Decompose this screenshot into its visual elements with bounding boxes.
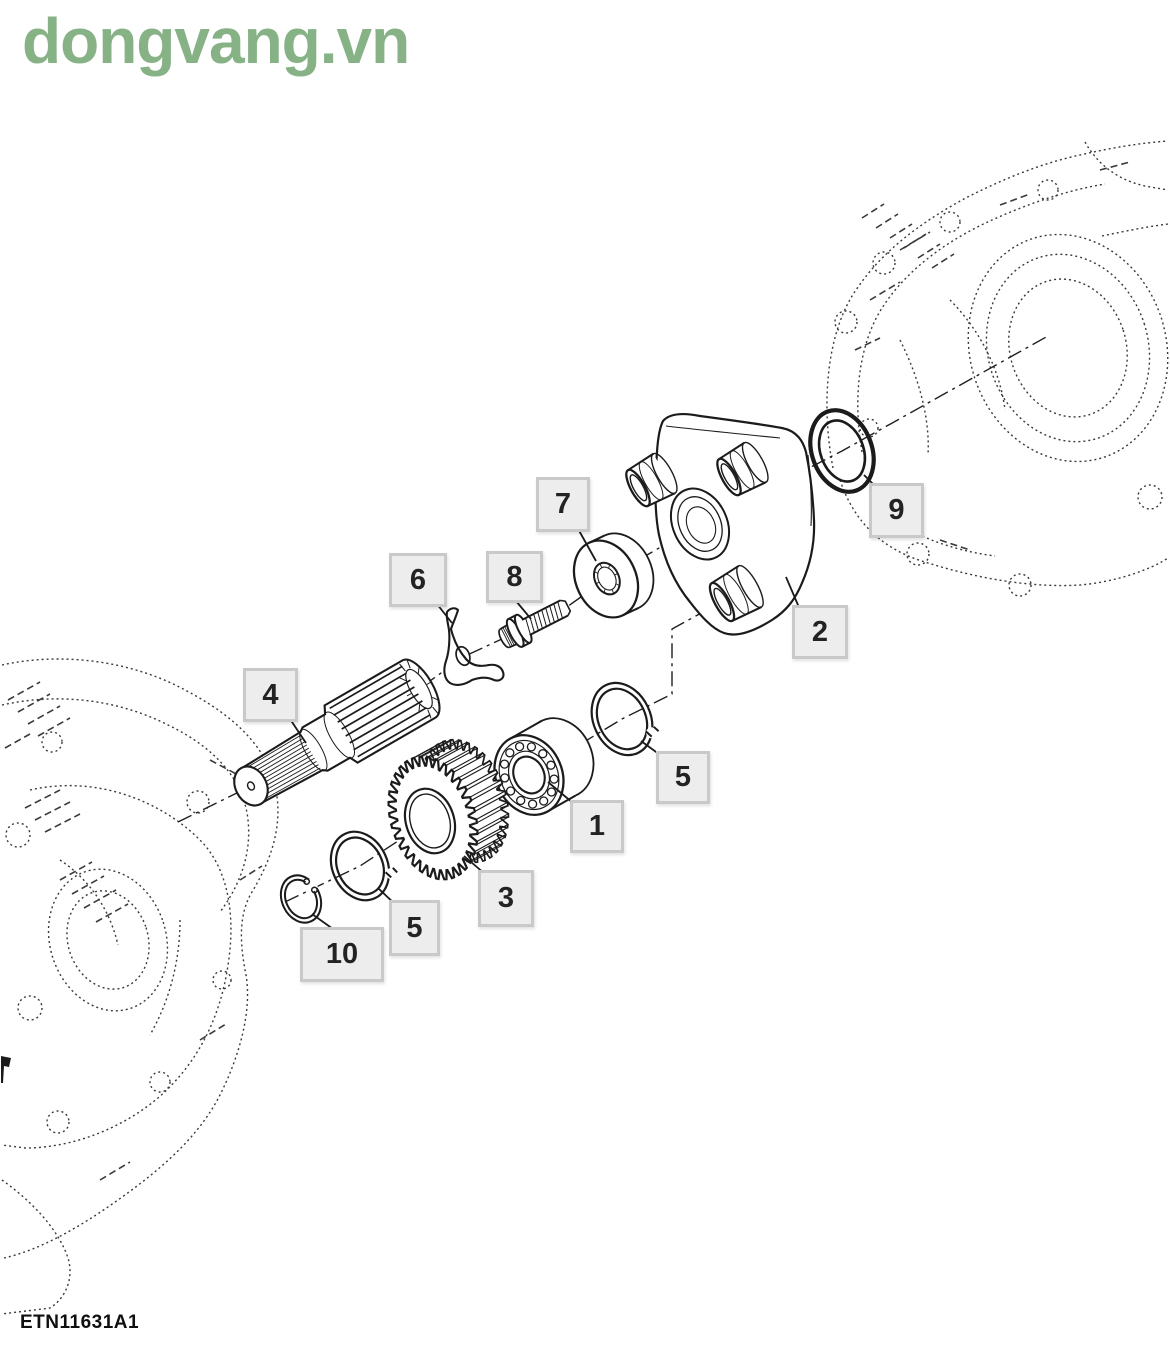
thrust-washer-part-7	[572, 532, 655, 619]
callout-label: 1	[588, 810, 606, 842]
callout-label: 6	[409, 563, 427, 596]
o-ring-part-9	[808, 408, 876, 494]
callout-label: 8	[506, 560, 523, 593]
callout-label: 9	[888, 494, 905, 526]
carrier-cover-part-2	[625, 413, 816, 636]
phantom-housing-front	[1, 658, 279, 1315]
callout-label: 4	[262, 678, 279, 711]
gear-part-3	[387, 738, 510, 881]
figure-code: ETN11631A1	[20, 1312, 140, 1333]
retaining-ring-part-10	[279, 874, 323, 924]
callout-box-5-right[interactable]: 5	[656, 751, 710, 804]
callout-label: 3	[497, 882, 515, 914]
snap-ring-part-5-left	[329, 830, 398, 902]
callout-box-4[interactable]: 4	[243, 668, 298, 722]
cover-plate	[654, 413, 816, 636]
housing-edge-detail	[1, 1056, 11, 1083]
callout-box-1[interactable]: 1	[570, 800, 624, 853]
callout-box-5-left[interactable]: 5	[389, 900, 440, 956]
ball-bearing-part-1	[493, 717, 595, 816]
callout-box-7[interactable]: 7	[536, 477, 590, 532]
cap-screw-part-8	[498, 599, 572, 649]
cover-boss	[708, 564, 764, 623]
callout-label: 2	[811, 615, 829, 648]
callout-box-6[interactable]: 6	[389, 553, 447, 607]
phantom-hatch	[4, 681, 263, 1181]
phantom-hatch	[854, 161, 1131, 551]
cover-boss	[625, 452, 678, 508]
splined-shaft-part-4	[233, 658, 441, 807]
callout-box-10[interactable]: 10	[300, 927, 384, 982]
callout-box-2[interactable]: 2	[792, 605, 848, 659]
snap-ring-part-5-right	[590, 681, 660, 757]
callout-box-3[interactable]: 3	[478, 870, 534, 927]
callout-box-9[interactable]: 9	[869, 483, 924, 538]
callout-label: 10	[325, 938, 359, 970]
callout-label: 5	[406, 911, 423, 944]
lock-plate-part-6	[443, 607, 505, 686]
watermark-logo: dongvang.vn	[22, 5, 410, 77]
callout-label: 5	[674, 761, 692, 793]
cover-boss	[716, 441, 769, 497]
callout-box-8[interactable]: 8	[486, 551, 543, 603]
callout-label: 7	[554, 488, 572, 520]
phantom-housing-rear	[826, 140, 1169, 597]
